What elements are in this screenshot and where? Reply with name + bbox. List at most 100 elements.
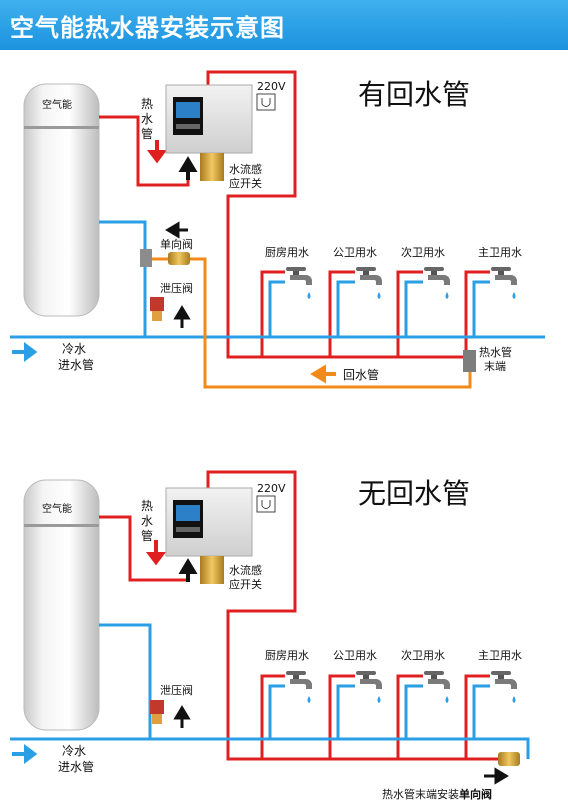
tap-branch-cold-3 <box>404 684 423 739</box>
relief-valve <box>150 700 164 714</box>
faucet-icon <box>424 671 450 703</box>
hot-water-label-3: 管 <box>141 126 153 141</box>
relief-valve-arrow <box>173 705 191 728</box>
hot-end-label-1: 热水管 <box>479 345 512 359</box>
page-header: 空气能热水器安装示意图 <box>0 0 568 50</box>
tap-label-second-bath: 次卫用水 <box>401 245 445 259</box>
diagram-with-return: 空气能 <box>10 70 545 389</box>
tap-label-second-bath: 次卫用水 <box>401 648 445 662</box>
cold-main-pipe <box>10 737 530 759</box>
heat-pump-tank <box>23 83 100 317</box>
relief-valve-label: 泄压阀 <box>160 683 193 697</box>
tank-label: 空气能 <box>42 98 72 111</box>
hot-water-label-2: 水 <box>141 112 153 126</box>
hot-flow-arrow <box>147 140 167 164</box>
check-valve <box>168 252 190 265</box>
controller-display <box>176 102 200 118</box>
tap-branch-hot-2 <box>328 270 355 357</box>
tap-branch-cold-1 <box>268 684 285 739</box>
power-socket-icon <box>256 495 276 513</box>
hot-flow-arrow <box>146 540 166 566</box>
relief-valve-arrow <box>173 305 191 328</box>
tap-branch-cold-2 <box>336 684 355 739</box>
tap-branch-cold-2 <box>336 280 355 337</box>
relief-valve-label: 泄压阀 <box>160 281 193 295</box>
flow-switch <box>200 556 224 584</box>
controller-buttons <box>176 527 200 532</box>
flow-switch-arrow <box>178 558 198 582</box>
flow-switch <box>200 153 224 181</box>
cold-inlet-arrow <box>12 744 38 764</box>
hot-end-fitting <box>463 350 476 372</box>
check-valve-arrow <box>165 221 188 239</box>
power-plug-icon <box>261 98 271 107</box>
tank-band <box>24 524 99 527</box>
tap-branch-hot-4 <box>464 270 490 357</box>
end-valve-label-b: 单向阀 <box>459 787 492 801</box>
voltage-label: 220V <box>257 482 286 495</box>
cold-inlet-label-1: 冷水 <box>62 342 86 356</box>
hot-water-label-1: 热 <box>141 499 153 513</box>
faucet-icon <box>356 267 382 299</box>
tap-label-kitchen: 厨房用水 <box>265 246 309 259</box>
tap-branch-hot-1 <box>260 270 285 357</box>
power-socket-icon <box>256 93 276 111</box>
tap-branch-cold-4 <box>472 280 490 337</box>
power-plug-icon <box>261 500 271 509</box>
faucet-icon <box>356 671 382 703</box>
controller-buttons <box>176 124 200 129</box>
diagram-heading: 无回水管 <box>358 477 470 510</box>
cold-inlet-arrow <box>12 342 38 362</box>
controller-box <box>165 84 253 154</box>
faucet-icon <box>491 671 517 703</box>
end-valve-label-a: 热水管末端安装 <box>382 787 459 801</box>
page-title: 空气能热水器安装示意图 <box>10 14 285 42</box>
end-check-valve-arrow <box>484 767 509 785</box>
check-valve-body <box>140 249 152 267</box>
tank-label: 空气能 <box>42 502 72 515</box>
flow-switch-label-2: 应开关 <box>229 176 262 190</box>
hot-main-pipe <box>206 70 470 359</box>
hot-end-label-2: 末端 <box>484 359 506 373</box>
return-pipe-label: 回水管 <box>343 367 379 382</box>
faucet-icon <box>491 267 517 299</box>
tank-cold-pipe <box>99 220 147 337</box>
check-valve-label: 单向阀 <box>160 237 193 251</box>
tap-branch-hot-2 <box>328 674 355 759</box>
controller-display <box>176 505 200 521</box>
tank-band <box>24 126 99 129</box>
tap-branch-hot-3 <box>396 270 423 357</box>
tap-label-kitchen: 厨房用水 <box>265 649 309 662</box>
cold-inlet-label-2: 进水管 <box>58 357 94 372</box>
tap-branch-cold-3 <box>404 280 423 337</box>
tap-label-public-bath: 公卫用水 <box>333 649 377 662</box>
hot-water-label-1: 热 <box>141 97 153 111</box>
voltage-label: 220V <box>257 80 286 93</box>
return-flow-arrow <box>310 364 336 384</box>
tap-branch-hot-3 <box>396 674 423 759</box>
cold-inlet-label-1: 冷水 <box>62 744 86 758</box>
cold-inlet-label-2: 进水管 <box>58 759 94 774</box>
relief-valve-handle <box>152 311 162 321</box>
tap-label-master-bath: 主卫用水 <box>478 649 522 662</box>
hot-main-pipe <box>206 470 500 761</box>
end-check-valve <box>498 752 520 766</box>
tap-label-public-bath: 公卫用水 <box>333 246 377 259</box>
tap-branch-hot-1 <box>260 674 285 759</box>
flow-switch-arrow <box>178 156 198 180</box>
diagram-no-return: 空气能 220V 无回水管 热 <box>10 470 530 801</box>
tap-branch-cold-1 <box>268 280 285 337</box>
heat-pump-tank <box>23 479 100 731</box>
end-valve-label: 热水管末端安装单向阀 <box>382 787 492 801</box>
tap-branch-hot-4 <box>464 674 490 759</box>
faucet-icon <box>286 267 312 299</box>
diagram-heading: 有回水管 <box>358 78 470 111</box>
tank-cold-pipe <box>99 623 152 739</box>
faucet-icon <box>286 671 312 703</box>
flow-switch-label-1: 水流感 <box>229 162 262 176</box>
tap-label-master-bath: 主卫用水 <box>478 246 522 259</box>
hot-water-label-3: 管 <box>141 528 153 543</box>
faucet-icon <box>424 267 450 299</box>
relief-valve-handle <box>152 714 162 724</box>
